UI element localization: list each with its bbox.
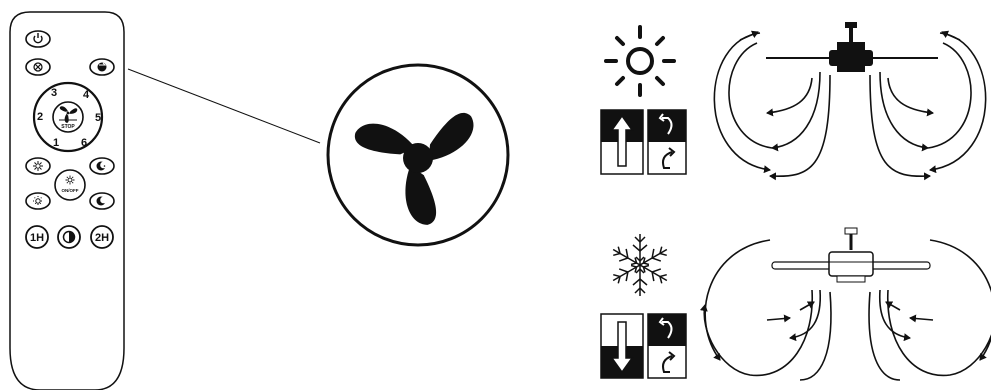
light-onoff-button[interactable]: ON/OFF [55, 170, 85, 200]
half-night-button[interactable] [90, 193, 114, 209]
speed-4-button[interactable]: 4 [83, 89, 90, 101]
onoff-label: ON/OFF [62, 188, 79, 193]
reverse-button[interactable] [90, 59, 114, 75]
summer-mode-panel [601, 22, 986, 176]
timer-1h-label: 1H [30, 232, 44, 244]
ceiling-fan-summer [766, 22, 938, 72]
remote-control: STOP 1 2 3 4 5 6 [10, 12, 124, 390]
snowflake-icon [610, 234, 671, 296]
night-mode-button[interactable] [90, 158, 114, 174]
enlarged-fan-icon [328, 65, 508, 245]
speed-5-button[interactable]: 5 [95, 112, 101, 124]
light-bright-button[interactable] [26, 158, 50, 174]
rotation-counterclockwise-indicator [648, 110, 686, 174]
reverse-icon [98, 63, 107, 72]
speed-2-button[interactable]: 2 [37, 111, 43, 123]
airflow-down-indicator [601, 314, 643, 378]
rotation-clockwise-indicator [648, 314, 686, 378]
ceiling-fan-winter [772, 228, 930, 282]
color-temp-icon [64, 232, 75, 243]
speed-3-button[interactable]: 3 [51, 87, 57, 99]
airflow-up-indicator [601, 110, 643, 174]
timer-2h-button[interactable]: 2H [91, 226, 113, 248]
winter-mode-panel [601, 228, 991, 380]
sun-icon [606, 27, 674, 95]
light-off-button[interactable] [26, 59, 50, 75]
callout-line [128, 69, 320, 143]
timer-1h-button[interactable]: 1H [26, 226, 48, 248]
stop-label: STOP [61, 124, 75, 130]
speed-dial: STOP 1 2 3 4 5 6 [34, 83, 102, 151]
light-dim-button[interactable] [26, 193, 50, 209]
timer-2h-label: 2H [95, 232, 109, 244]
speed-6-button[interactable]: 6 [81, 137, 87, 149]
speed-1-button[interactable]: 1 [53, 137, 59, 149]
fan-stop-button[interactable]: STOP [53, 102, 83, 132]
color-temp-button[interactable] [58, 226, 80, 248]
power-button[interactable] [26, 31, 50, 47]
